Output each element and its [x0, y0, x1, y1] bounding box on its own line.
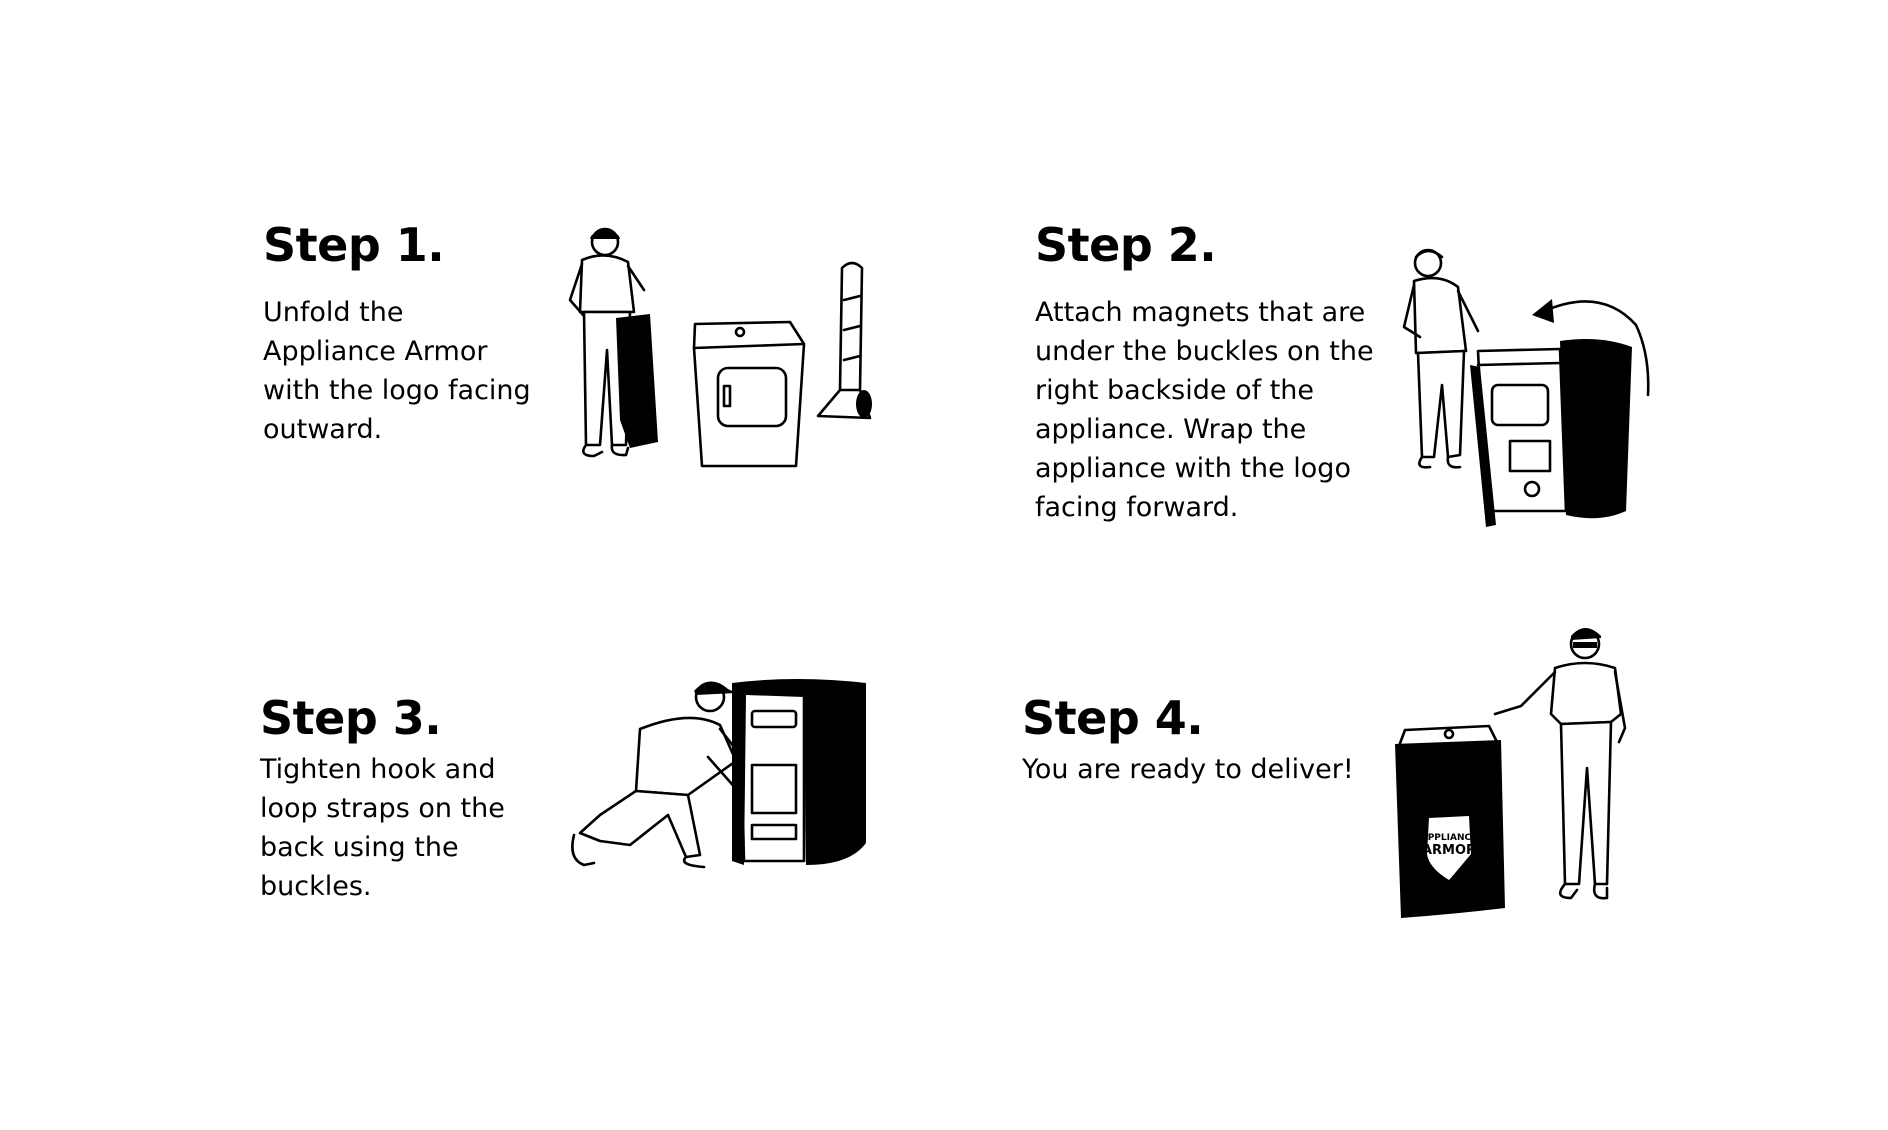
step-4-text: You are ready to deliver! — [1022, 753, 1354, 785]
person-icon — [571, 681, 758, 869]
step-3-illustration — [560, 665, 890, 890]
step-3: Step 3. Tighten hook and loop straps on … — [260, 693, 560, 906]
hand-truck-icon — [816, 261, 872, 420]
logo-line-2: ARMOR — [1422, 843, 1476, 858]
cover-wrap — [732, 679, 866, 865]
step-2-title: Step 2. — [1035, 218, 1217, 272]
strap — [1470, 365, 1496, 527]
step-1-title: Step 1. — [263, 218, 445, 272]
folded-cover — [616, 314, 658, 448]
dryer-icon — [1476, 347, 1568, 513]
step-2: Step 2. Attach magnets that are under th… — [1035, 220, 1375, 527]
step-2-illustration — [1400, 235, 1660, 530]
covered-appliance: APPLIANCE ARMOR — [1395, 724, 1505, 918]
step-1-text: Unfold the Appliance Armor with the logo… — [263, 296, 531, 445]
step-1-illustration — [560, 220, 890, 470]
step-1: Step 1. Unfold the Appliance Armor with … — [263, 220, 543, 449]
step-3-text: Tighten hook and loop straps on the back… — [260, 753, 505, 902]
person-icon — [1402, 248, 1480, 469]
step-4-title: Step 4. — [1022, 691, 1204, 745]
dryer-icon — [692, 320, 806, 468]
step-2-text: Attach magnets that are under the buckle… — [1035, 296, 1374, 523]
curved-arrow-icon — [1532, 299, 1650, 397]
cover-wrap — [1560, 339, 1632, 519]
person-icon — [1493, 628, 1627, 900]
step-4-illustration: APPLIANCE ARMOR — [1385, 618, 1645, 923]
logo-line-1: APPLIANCE — [1421, 833, 1478, 843]
step-4: Step 4. You are ready to deliver! — [1022, 693, 1362, 789]
step-3-title: Step 3. — [260, 691, 442, 745]
dryer-icon — [738, 689, 806, 863]
